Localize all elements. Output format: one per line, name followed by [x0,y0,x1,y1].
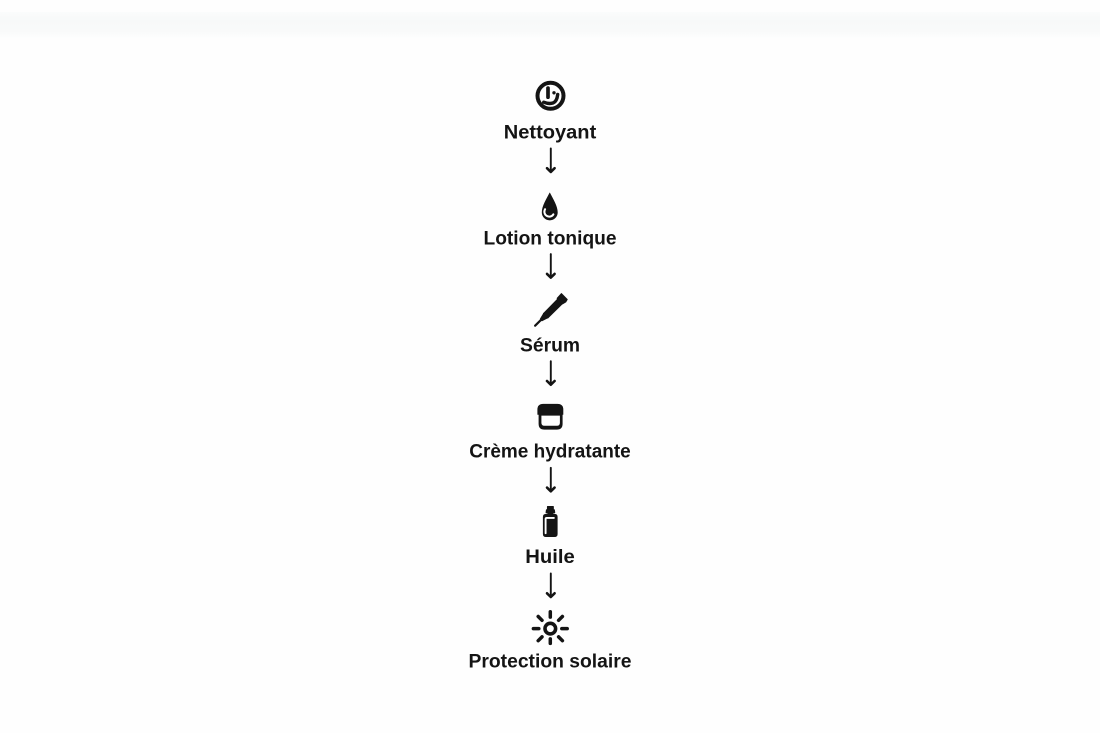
svg-text:Lotion tonique: Lotion tonique [484,227,617,249]
svg-text:Crème hydratante: Crème hydratante [469,441,631,463]
svg-text:Huile: Huile [525,546,575,568]
svg-text:Nettoyant: Nettoyant [504,122,597,144]
svg-text:Protection solaire: Protection solaire [469,650,632,672]
svg-text:Sérum: Sérum [520,334,580,356]
